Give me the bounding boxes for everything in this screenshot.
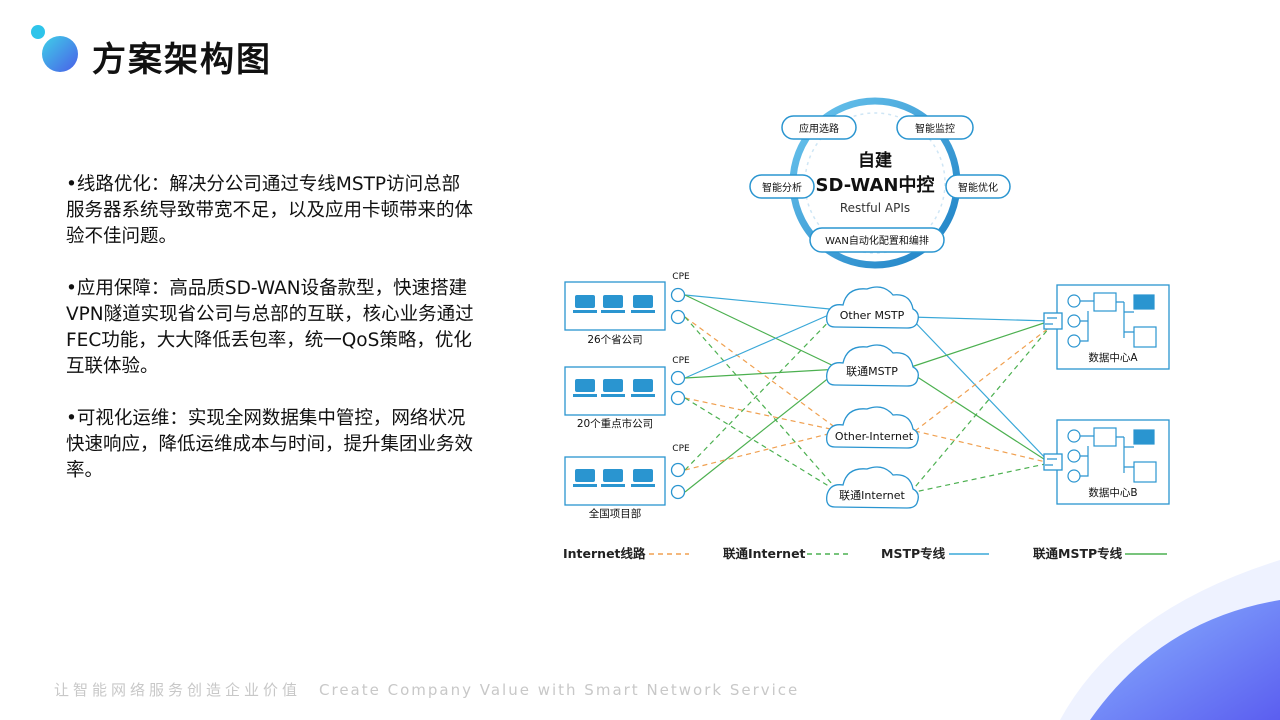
site-provincial: 26个省公司 CPE bbox=[564, 272, 690, 346]
svg-text:智能优化: 智能优化 bbox=[958, 181, 998, 194]
line-unicom-internet bbox=[909, 326, 1051, 494]
line-unicom-mstp bbox=[684, 368, 841, 493]
legend-unicom-mstp: 联通MSTP专线 bbox=[1033, 546, 1167, 561]
line-internet bbox=[684, 430, 841, 471]
cpe-label: CPE bbox=[672, 272, 690, 282]
bullet-app-assurance: •应用保障：高品质SD-WAN设备款型，快速搭建VPN隧道实现省公司与总部的互联… bbox=[66, 278, 474, 377]
controller-title-1: 自建 bbox=[858, 150, 892, 171]
bullet-route-optimization: •线路优化：解决分公司通过专线MSTP访问总部服务器系统导致带宽不足，以及应用卡… bbox=[66, 174, 474, 247]
svg-text:MSTP专线: MSTP专线 bbox=[881, 546, 946, 561]
feature-pill-optimization: 智能优化 bbox=[945, 174, 1011, 199]
footer-cn: 让智能网络服务创造企业价值 bbox=[54, 681, 302, 699]
site-project: 全国项目部 CPE bbox=[564, 444, 690, 520]
line-unicom-internet bbox=[684, 316, 841, 494]
svg-text:WAN自动化配置和编排: WAN自动化配置和编排 bbox=[825, 234, 929, 247]
line-unicom-mstp bbox=[684, 368, 841, 379]
legend-unicom-internet: 联通Internet bbox=[723, 546, 851, 561]
svg-text:联通MSTP: 联通MSTP bbox=[846, 365, 898, 378]
feature-pill-wan-automation: WAN自动化配置和编排 bbox=[809, 227, 945, 253]
datacenter-label: 数据中心B bbox=[1088, 486, 1137, 499]
svg-text:联通Internet: 联通Internet bbox=[723, 546, 806, 561]
line-unicom-internet bbox=[909, 462, 1051, 494]
line-mstp bbox=[909, 316, 1051, 322]
datacenter-b: 数据中心B bbox=[1043, 419, 1170, 505]
svg-text:Other MSTP: Other MSTP bbox=[840, 309, 905, 322]
cpe-label: CPE bbox=[672, 444, 690, 454]
logo-icon bbox=[31, 25, 78, 72]
svg-text:Other-Internet: Other-Internet bbox=[835, 430, 914, 443]
line-internet bbox=[914, 326, 1051, 432]
site-label: 26个省公司 bbox=[587, 333, 642, 346]
datacenter-label: 数据中心A bbox=[1088, 351, 1138, 364]
legend-internet-line: Internet线路 bbox=[563, 546, 689, 561]
line-unicom-mstp bbox=[904, 368, 1051, 464]
datacenter-a: 数据中心A bbox=[1043, 284, 1170, 370]
line-mstp bbox=[909, 316, 1051, 464]
feature-pill-analysis: 智能分析 bbox=[749, 174, 815, 199]
svg-text:智能监控: 智能监控 bbox=[915, 122, 955, 135]
footer-en: Create Company Value with Smart Network … bbox=[319, 681, 800, 699]
cloud-unicom-internet: 联通Internet bbox=[826, 466, 919, 509]
line-mstp bbox=[684, 309, 841, 379]
footer-slogan: 让智能网络服务创造企业价值 Create Company Value with S… bbox=[54, 679, 799, 700]
svg-text:联通MSTP专线: 联通MSTP专线 bbox=[1033, 546, 1123, 561]
site-label: 全国项目部 bbox=[589, 507, 642, 520]
architecture-diagram: 自建 SD-WAN中控 Restful APIs 应用选路 智能监控 智能分析 … bbox=[563, 97, 1170, 561]
bullet-visual-ops: •可视化运维：实现全网数据集中管控，网络状况快速响应，降低运维成本与时间，提升集… bbox=[66, 408, 474, 481]
svg-text:智能分析: 智能分析 bbox=[762, 181, 802, 194]
line-unicom-internet bbox=[684, 309, 841, 471]
feature-pill-routing: 应用选路 bbox=[781, 115, 857, 140]
cloud-unicom-mstp: 联通MSTP bbox=[826, 344, 919, 387]
line-unicom-mstp bbox=[684, 294, 841, 370]
svg-text:应用选路: 应用选路 bbox=[799, 122, 839, 135]
site-label: 20个重点市公司 bbox=[577, 417, 653, 430]
line-unicom-mstp bbox=[904, 320, 1051, 370]
svg-text:Internet线路: Internet线路 bbox=[563, 546, 646, 561]
cpe-label: CPE bbox=[672, 356, 690, 366]
cloud-other-internet: Other-Internet bbox=[826, 406, 919, 449]
line-internet bbox=[914, 430, 1051, 464]
legend-mstp-line: MSTP专线 bbox=[881, 546, 989, 561]
connection-lines bbox=[684, 294, 1051, 494]
legend: Internet线路 联通Internet MSTP专线 联通MSTP专线 bbox=[563, 546, 1167, 561]
feature-pill-monitoring: 智能监控 bbox=[896, 115, 974, 140]
bullet-list: •线路优化：解决分公司通过专线MSTP访问总部服务器系统导致带宽不足，以及应用卡… bbox=[66, 172, 476, 510]
controller-subtitle: Restful APIs bbox=[840, 201, 910, 215]
line-mstp bbox=[684, 294, 841, 311]
page-title: 方案架构图 bbox=[92, 40, 272, 80]
cloud-other-mstp: Other MSTP bbox=[826, 286, 919, 329]
controller-title-2: SD-WAN中控 bbox=[816, 174, 935, 196]
line-unicom-internet bbox=[684, 397, 841, 494]
svg-text:联通Internet: 联通Internet bbox=[839, 489, 905, 502]
site-city: 20个重点市公司 CPE bbox=[564, 356, 690, 430]
corner-decoration bbox=[1060, 560, 1280, 720]
